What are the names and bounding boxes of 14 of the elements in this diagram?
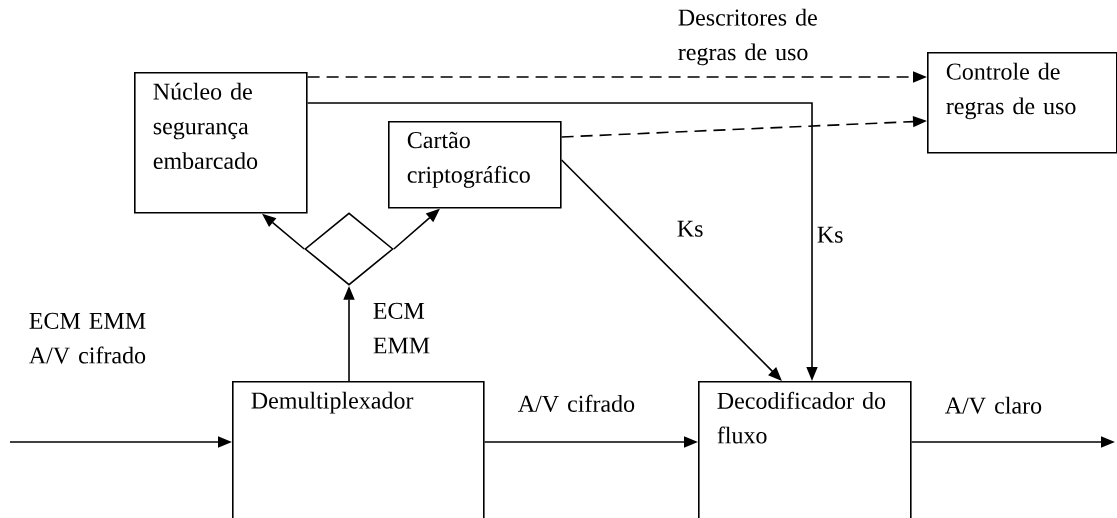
edge-label: Descritores de regras de uso [678,8,817,66]
edge-label: Ks [677,220,703,237]
edge-label: Ks [817,226,843,243]
process-box: Decodificador do fluxo [698,381,912,518]
process-box: Controle de regras de uso [927,52,1117,154]
edge-label: ECM EMM [373,302,430,354]
process-box: Núcleo de segurança embarcado [134,72,308,214]
process-box: Demultiplexador [232,381,485,518]
edge-label: ECM EMM A/V cifrado [29,312,146,364]
arrow [560,159,782,381]
edge-label: A/V claro [945,396,1042,414]
decision-diamond [304,212,394,286]
edge-label: A/V cifrado [518,394,635,413]
process-box: Cartão criptográfico [388,121,562,209]
